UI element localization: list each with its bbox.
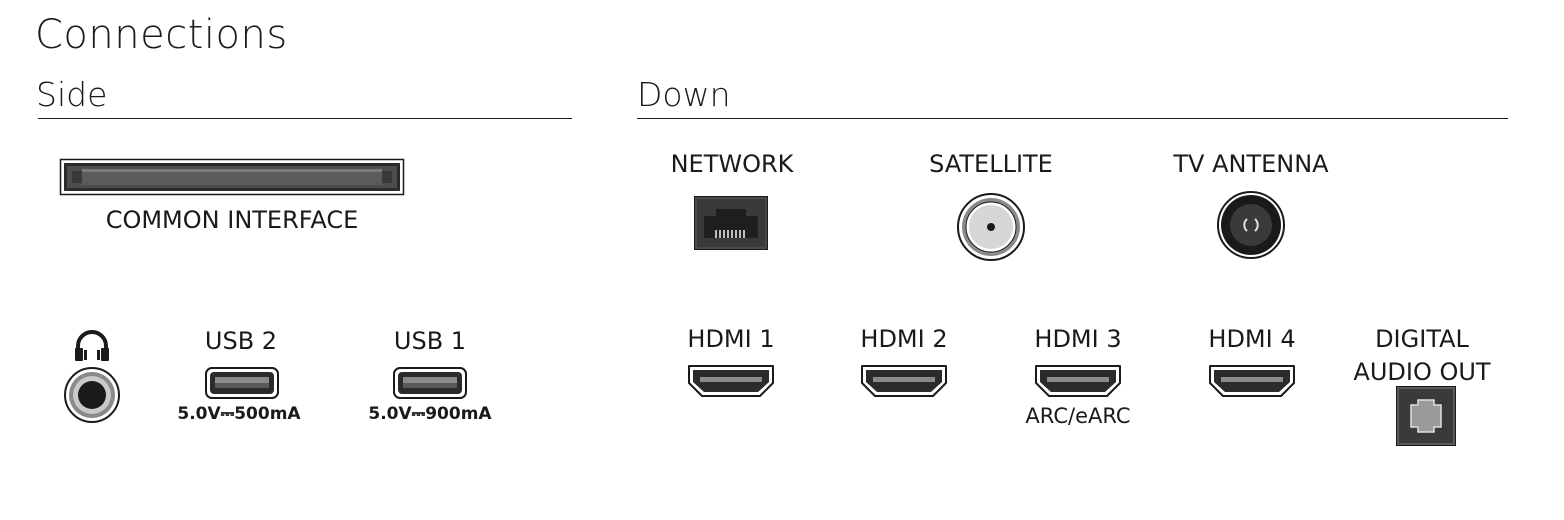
hdmi1-port-icon: [686, 363, 776, 399]
section-divider-down: [637, 118, 1508, 119]
hdmi1-label: HDMI 1: [687, 325, 775, 353]
usb2-label: USB 2: [204, 327, 278, 355]
satellite-connector-icon: [956, 192, 1026, 262]
hdmi3-label: HDMI 3: [1034, 325, 1122, 353]
network-label: NETWORK: [670, 150, 794, 178]
digital-audio-out-label-line2: AUDIO OUT: [1353, 358, 1491, 386]
common-interface-label: COMMON INTERFACE: [105, 206, 359, 234]
satellite-label: SATELLITE: [929, 150, 1053, 178]
headphones-icon: [74, 330, 110, 362]
hdmi3-arc-label: ARC/eARC: [1025, 404, 1131, 428]
hdmi4-label: HDMI 4: [1208, 325, 1296, 353]
section-heading-side: Side: [36, 75, 108, 114]
hdmi2-label: HDMI 2: [860, 325, 948, 353]
usb1-label: USB 1: [393, 327, 467, 355]
section-heading-down: Down: [637, 75, 731, 114]
section-divider-side: [38, 118, 572, 119]
usb2-port-icon: [205, 367, 279, 399]
tv-antenna-label: TV ANTENNA: [1173, 150, 1329, 178]
antenna-connector-icon: [1216, 190, 1286, 260]
optical-port-icon: [1396, 386, 1456, 446]
headphone-jack-icon: [64, 367, 120, 423]
usb1-port-icon: [393, 367, 467, 399]
usb2-power-spec: 5.0V⎓500mA: [177, 404, 301, 424]
ethernet-port-icon: [694, 196, 768, 250]
page-title: Connections: [35, 12, 288, 58]
digital-audio-out-label-line1: DIGITAL: [1375, 325, 1469, 353]
hdmi3-port-icon: [1033, 363, 1123, 399]
ci-slot-icon: [59, 158, 405, 196]
hdmi4-port-icon: [1207, 363, 1297, 399]
usb1-power-spec: 5.0V⎓900mA: [368, 404, 492, 424]
hdmi2-port-icon: [859, 363, 949, 399]
